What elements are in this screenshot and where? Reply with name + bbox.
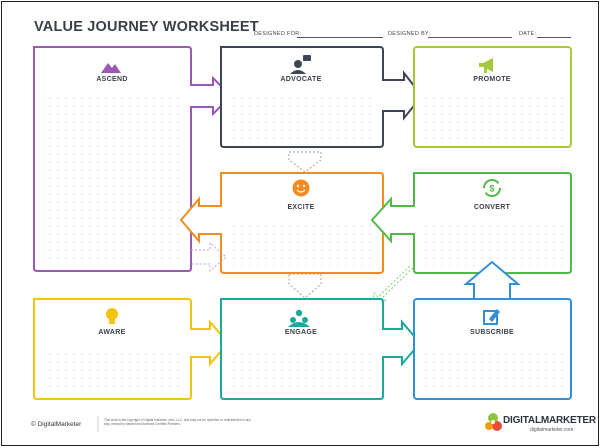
page-title: VALUE JOURNEY WORKSHEET [34,19,259,35]
stage-label-promote: PROMOTE [473,76,511,83]
advocate-box[interactable] [220,46,424,148]
stage-label-engage: ENGAGE [285,329,317,336]
stage-label-aware: AWARE [98,329,125,336]
date-label: DATE: [519,31,537,37]
footer-copyright: © DigitalMarketer [31,421,82,428]
stage-label-advocate: ADVOCATE [280,76,321,83]
mountain-icon [101,63,121,73]
promote-box[interactable] [413,46,572,148]
designed-for-field[interactable] [297,37,383,38]
edit-icon [483,309,500,325]
designed-by-label: DESIGNED BY: [388,31,431,37]
stage-label-subscribe: SUBSCRIBE [470,329,514,336]
footer-note: This work is the copyright of Digital Ma… [104,418,251,426]
community-icon [288,309,310,327]
subscribe-box[interactable] [413,298,572,400]
brand-name: DIGITALMARKETER [503,415,596,426]
designed-for-label: DESIGNED FOR: [254,31,302,37]
stage-label-excite: EXCITE [287,204,314,211]
dollar-cycle-icon: $ [483,179,501,197]
date-field[interactable] [537,37,571,38]
megaphone-icon [479,58,493,73]
ascend-box[interactable] [33,46,233,272]
svg-text:$: $ [489,184,494,194]
aware-box[interactable] [33,298,230,400]
flow-arrow-excite-engage [288,273,322,299]
chat-bubble-icon [290,55,311,74]
flow-arrow-advocate-excite [288,151,322,173]
digitalmarketer-logo-icon [485,413,502,431]
engage-box[interactable] [220,298,422,400]
brand-url[interactable]: digitalmarketer.com [530,427,574,433]
flow-arrow-subscribe-convert [463,260,521,299]
stage-label-convert: CONVERT [474,204,511,211]
excite-box[interactable] [179,172,384,274]
smiley-icon [292,179,310,197]
stage-label-ascend: ASCEND [96,76,127,83]
convert-box[interactable] [370,172,572,274]
designed-by-field[interactable] [428,37,512,38]
lightbulb-icon [106,308,118,324]
